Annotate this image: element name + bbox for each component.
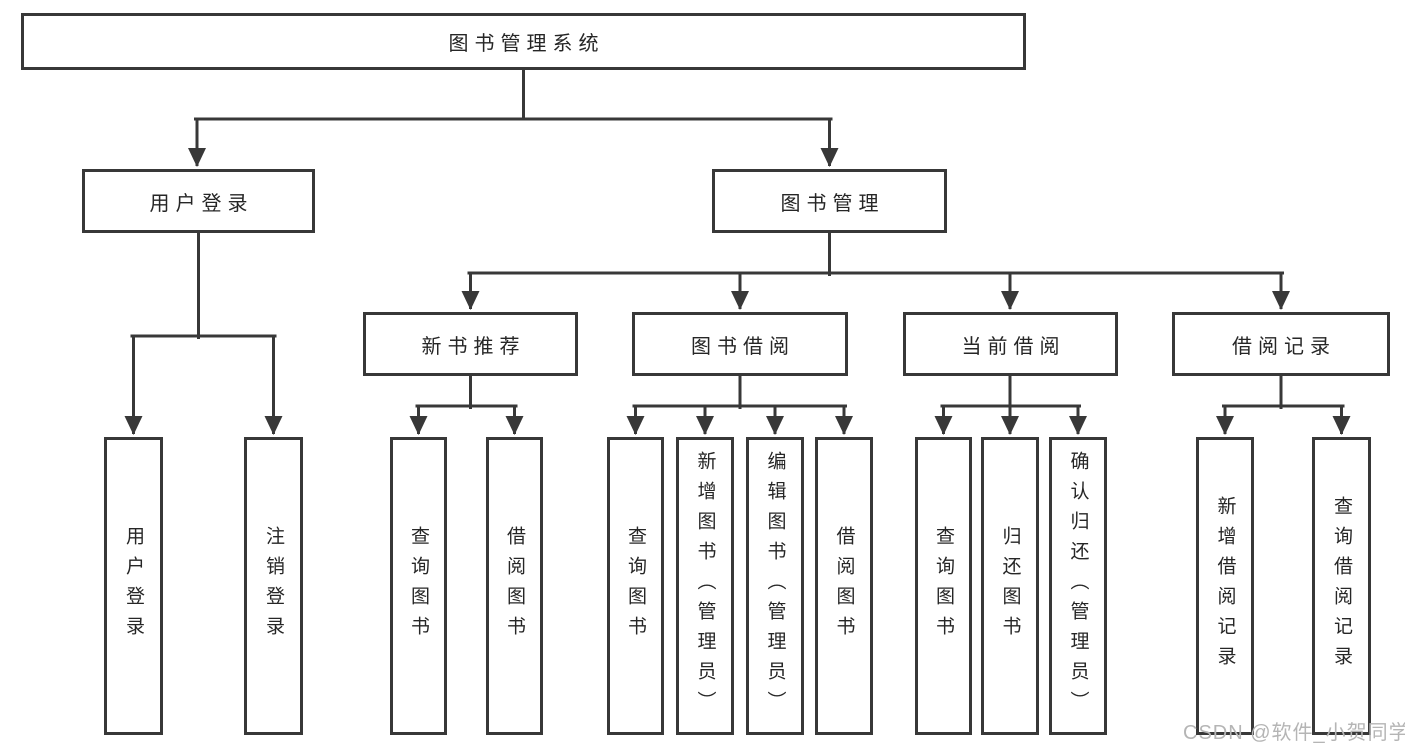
node-library-management-system: 图书管理系统 [21, 13, 1026, 70]
node-leaf-return-books: 归还图书 [981, 437, 1039, 735]
csdn-watermark: CSDN @软件_小贺同学 [1183, 722, 1405, 744]
node-book-management: 图书管理 [712, 169, 947, 233]
node-label: 借阅图书 [504, 526, 525, 646]
node-leaf-add-books-admin: 新增图书（管理员） [676, 437, 734, 735]
node-label: 新增图书（管理员） [694, 451, 716, 721]
node-leaf-query-books-recommend: 查询图书 [390, 437, 447, 735]
node-leaf-borrow-books: 借阅图书 [815, 437, 873, 735]
node-leaf-user-login: 用户登录 [104, 437, 163, 735]
node-leaf-edit-books-admin: 编辑图书（管理员） [746, 437, 804, 735]
node-leaf-logout: 注销登录 [244, 437, 303, 735]
node-leaf-borrow-books-recommend: 借阅图书 [486, 437, 543, 735]
node-label: 图书借阅 [691, 335, 795, 358]
node-label: 当前借阅 [961, 335, 1066, 358]
node-label: 图书管理系统 [448, 33, 605, 55]
node-label: 借阅记录 [1232, 335, 1336, 358]
node-label: 确认归还（管理员） [1067, 451, 1089, 721]
node-leaf-query-books-current: 查询图书 [915, 437, 972, 735]
node-label: 查询图书 [408, 526, 429, 646]
node-label: 查询借阅记录 [1331, 496, 1352, 676]
node-label: 查询图书 [625, 526, 646, 646]
node-label: 用户登录 [123, 526, 144, 646]
node-label: 新增借阅记录 [1214, 496, 1236, 676]
node-user-login: 用户登录 [82, 169, 315, 233]
node-label: 注销登录 [263, 526, 284, 646]
node-label: 归还图书 [999, 526, 1021, 646]
node-label: 新书推荐 [421, 335, 526, 358]
node-label: 查询图书 [933, 526, 954, 646]
node-leaf-query-books-borrow: 查询图书 [607, 437, 664, 735]
node-new-book-recommendation: 新书推荐 [363, 312, 578, 376]
node-label: 图书管理 [780, 192, 885, 215]
node-label: 编辑图书（管理员） [764, 451, 786, 721]
node-book-borrowing: 图书借阅 [632, 312, 848, 376]
node-label: 借阅图书 [833, 526, 855, 646]
node-leaf-add-borrow-record: 新增借阅记录 [1196, 437, 1254, 735]
tree-arrows [124, 119, 1351, 435]
node-leaf-query-borrow-record: 查询借阅记录 [1312, 437, 1371, 735]
node-leaf-confirm-return-admin: 确认归还（管理员） [1049, 437, 1107, 735]
node-current-borrowing: 当前借阅 [903, 312, 1118, 376]
node-label: 用户登录 [149, 192, 254, 215]
node-borrowing-records: 借阅记录 [1172, 312, 1390, 376]
